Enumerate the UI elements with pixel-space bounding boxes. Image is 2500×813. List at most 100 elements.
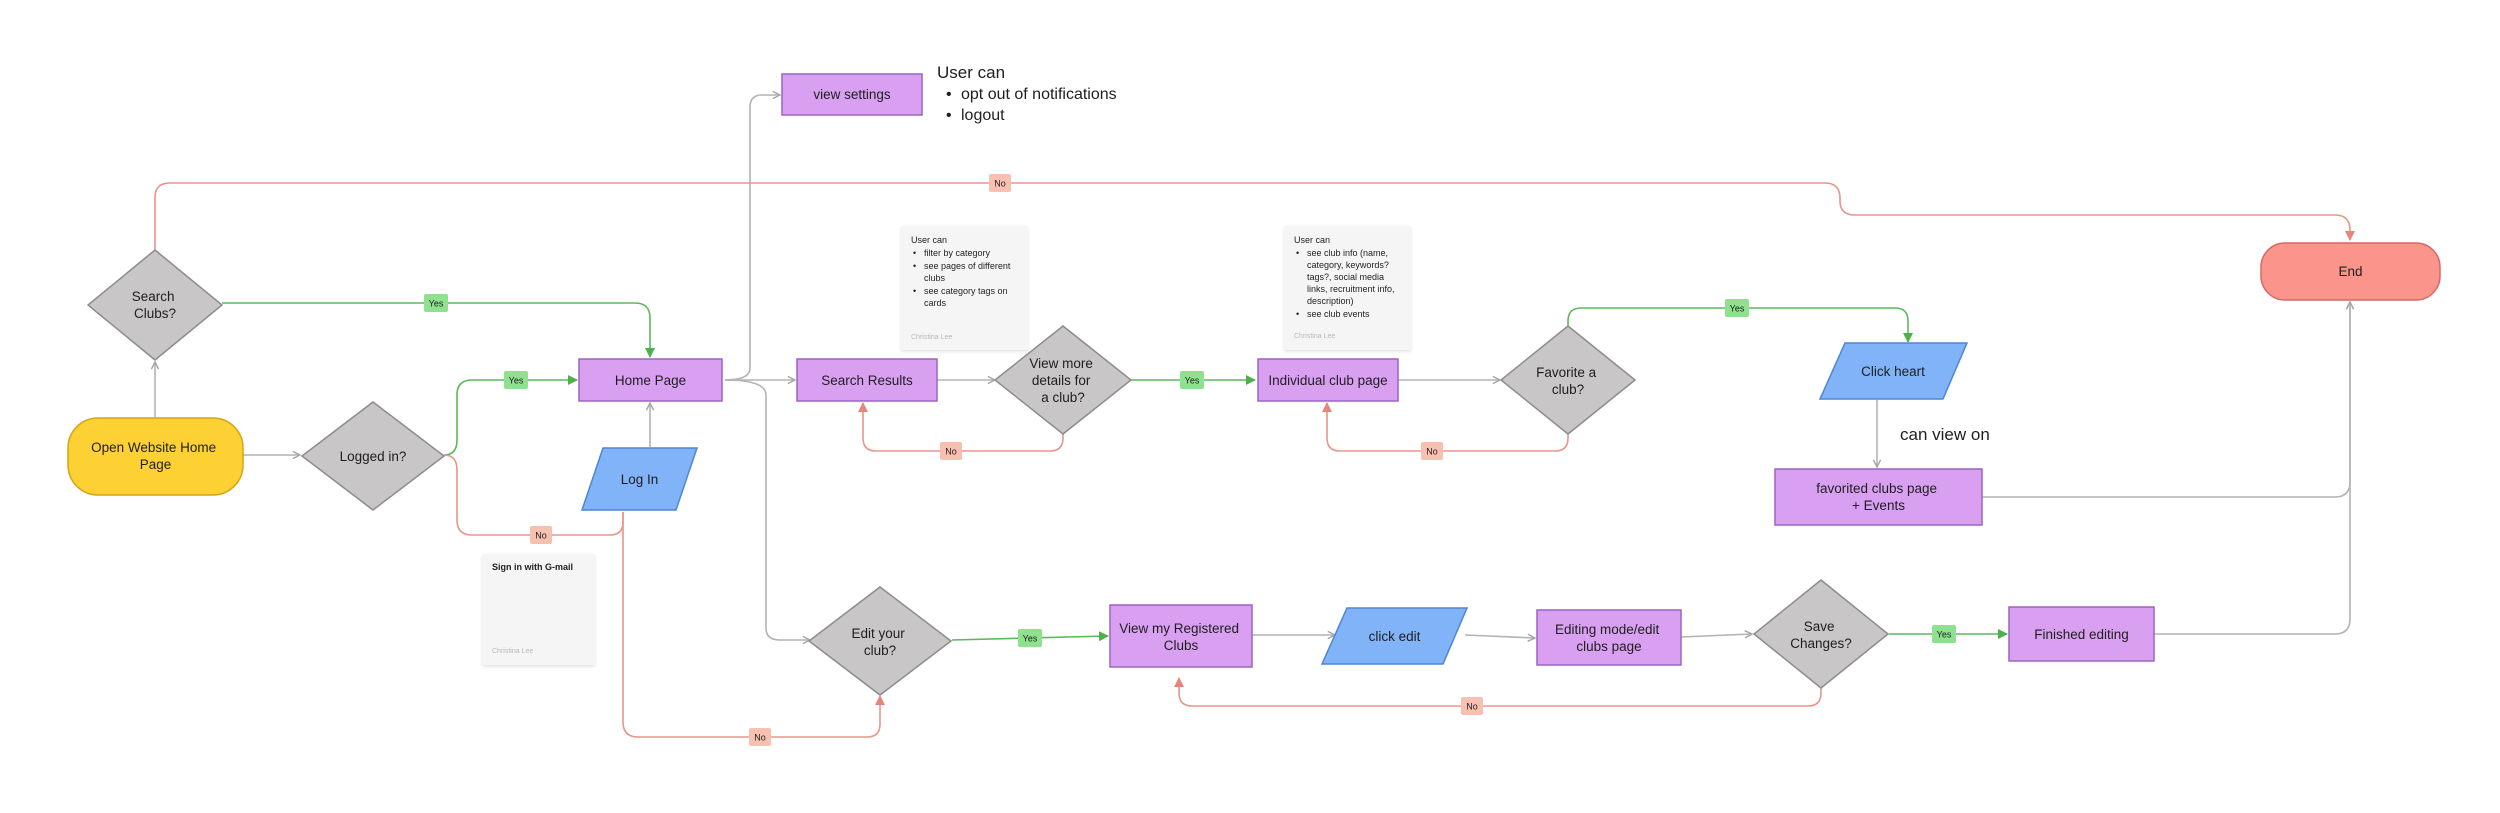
settings-note-item: opt out of notifications [961, 86, 1117, 103]
sticky-search-line: cards [924, 298, 947, 308]
no-badge-label: No [994, 179, 1006, 189]
search-clubs-decision[interactable]: Search Clubs? [86, 249, 224, 361]
connector-logged-in-no-login [443, 454, 624, 536]
view-registered-line: View my Registered [1119, 621, 1239, 636]
search-results-node[interactable]: Search Results [796, 358, 938, 402]
logged-in-line: Logged in? [340, 449, 407, 464]
finished-editing-line: Finished editing [2034, 627, 2129, 642]
sticky-note-signin-text: Sign in with G-mail Christina Lee [492, 562, 573, 655]
open-website-line: Open Website Home [91, 440, 216, 455]
sticky-search-line: filter by category [924, 248, 991, 258]
click-heart-node[interactable]: Click heart [1818, 342, 1969, 400]
yes-badge: Yes [504, 371, 528, 389]
svg-text:View my Registered Clu: View my Registered Clubs [1119, 621, 1243, 653]
bullet: • [913, 286, 916, 296]
sticky-club-title: User can [1294, 235, 1330, 245]
sticky-note-club[interactable] [1284, 226, 1411, 350]
yes-badge-label: Yes [1730, 304, 1745, 314]
end-node[interactable]: End [2260, 242, 2441, 301]
connector-home-to-edit-club [724, 379, 810, 640]
bullet: • [946, 86, 952, 103]
individual-club-node[interactable]: Individual club page [1257, 358, 1399, 402]
sticky-note-signin[interactable] [482, 554, 595, 665]
editing-mode-line: Editing mode/edit [1555, 622, 1660, 637]
connector-click-edit-to-editing [1464, 635, 1535, 638]
no-badge-label: No [535, 531, 547, 541]
connector-favorited-to-end [1982, 302, 2350, 498]
connector-logged-in-yes-home [443, 375, 578, 456]
svg-text:click edit: click edit [1369, 629, 1421, 644]
svg-text:Favorite a club?: Favorite a club? [1536, 365, 1600, 397]
no-badge: No [1461, 697, 1483, 715]
svg-text:Finished editing: Finished editing [2034, 627, 2129, 642]
view-registered-node[interactable]: View my Registered Clubs [1109, 604, 1253, 668]
svg-text:Save Changes?: Save Changes? [1790, 619, 1852, 651]
finished-editing-node[interactable]: Finished editing [2008, 606, 2155, 662]
save-changes-decision[interactable]: Save Changes? [1752, 579, 1890, 689]
settings-note: User can • opt out of notifications • lo… [937, 63, 1117, 124]
nodes: Open Website Home Page Search Clubs? Log… [67, 73, 2441, 696]
favorite-club-decision[interactable]: Favorite a club? [1499, 325, 1637, 435]
search-clubs-line: Search [132, 289, 175, 304]
sticky-search-line: see category tags on [924, 286, 1008, 296]
connector-view-more-no-results [858, 402, 1064, 452]
logged-in-decision[interactable]: Logged in? [300, 401, 446, 511]
svg-text:Logged in?: Logged in? [340, 449, 407, 464]
svg-text:Editing mode/edit club: Editing mode/edit clubs page [1555, 622, 1663, 654]
connector-home-to-settings [724, 95, 780, 381]
connector-editing-to-save [1680, 634, 1752, 637]
sticky-search-title: User can [911, 235, 947, 245]
home-page-node[interactable]: Home Page [578, 358, 723, 402]
view-more-decision[interactable]: View more details for a club? [993, 325, 1133, 435]
bullet: • [1296, 309, 1299, 319]
sticky-note-search[interactable] [901, 226, 1028, 350]
end-line: End [2338, 264, 2362, 279]
yes-badge-label: Yes [1185, 376, 1200, 386]
no-badge: No [530, 526, 552, 544]
no-badge: No [989, 174, 1011, 192]
sticky-club-line: links, recruitment info, [1307, 284, 1395, 294]
editing-mode-line: clubs page [1576, 639, 1641, 654]
no-badge-label: No [945, 447, 957, 457]
yes-badge: Yes [424, 294, 448, 312]
yes-badge: Yes [1018, 629, 1042, 647]
svg-text:View more details for: View more details for a club? [1029, 356, 1096, 405]
open-website-node[interactable]: Open Website Home Page [67, 417, 244, 496]
log-in-line: Log In [621, 472, 659, 487]
edit-club-decision[interactable]: Edit your club? [807, 586, 953, 696]
click-edit-node[interactable]: click edit [1320, 607, 1469, 665]
sticky-club-line: category, keywords? [1307, 260, 1389, 270]
sticky-search-line: see pages of different [924, 261, 1011, 271]
search-clubs-line: Clubs? [134, 306, 176, 321]
connector-favorite-no-club [1322, 402, 1569, 452]
yes-badge-label: Yes [509, 376, 524, 386]
view-more-line: View more [1029, 356, 1093, 371]
open-website-line: Page [140, 457, 172, 472]
save-changes-line: Changes? [1790, 636, 1852, 651]
connector-search-no-end [154, 182, 2355, 250]
log-in-node[interactable]: Log In [580, 447, 699, 511]
can-view-on-label: can view on [1900, 425, 1990, 444]
yes-badge: Yes [1725, 299, 1749, 317]
connector-finished-to-end [2154, 302, 2350, 635]
no-badge: No [940, 442, 962, 460]
sticky-note-search-text: User can • filter by category • see page… [911, 235, 1011, 341]
svg-text:Click heart: Click heart [1861, 364, 1925, 379]
editing-mode-node[interactable]: Editing mode/edit clubs page [1536, 609, 1682, 666]
favorite-club-line: Favorite a [1536, 365, 1597, 380]
favorited-clubs-node[interactable]: favorited clubs page + Events [1774, 468, 1983, 526]
favorited-clubs-line: + Events [1852, 498, 1905, 513]
no-badge-label: No [1466, 702, 1478, 712]
svg-text:favorited clubs page +: favorited clubs page + Events [1816, 481, 1941, 513]
view-settings-node[interactable]: view settings [781, 73, 923, 116]
svg-text:Edit your club?: Edit your club? [851, 626, 908, 658]
no-badge-label: No [1426, 447, 1438, 457]
view-more-line: details for [1032, 373, 1091, 388]
svg-text:Search Results: Search Results [821, 373, 913, 388]
favorite-club-line: club? [1552, 382, 1584, 397]
settings-note-item: logout [961, 107, 1005, 124]
badges: Yes Yes Yes Yes Yes Yes No No [424, 174, 1956, 746]
svg-text:Individual club page: Individual club page [1268, 373, 1387, 388]
no-badge: No [1421, 442, 1443, 460]
